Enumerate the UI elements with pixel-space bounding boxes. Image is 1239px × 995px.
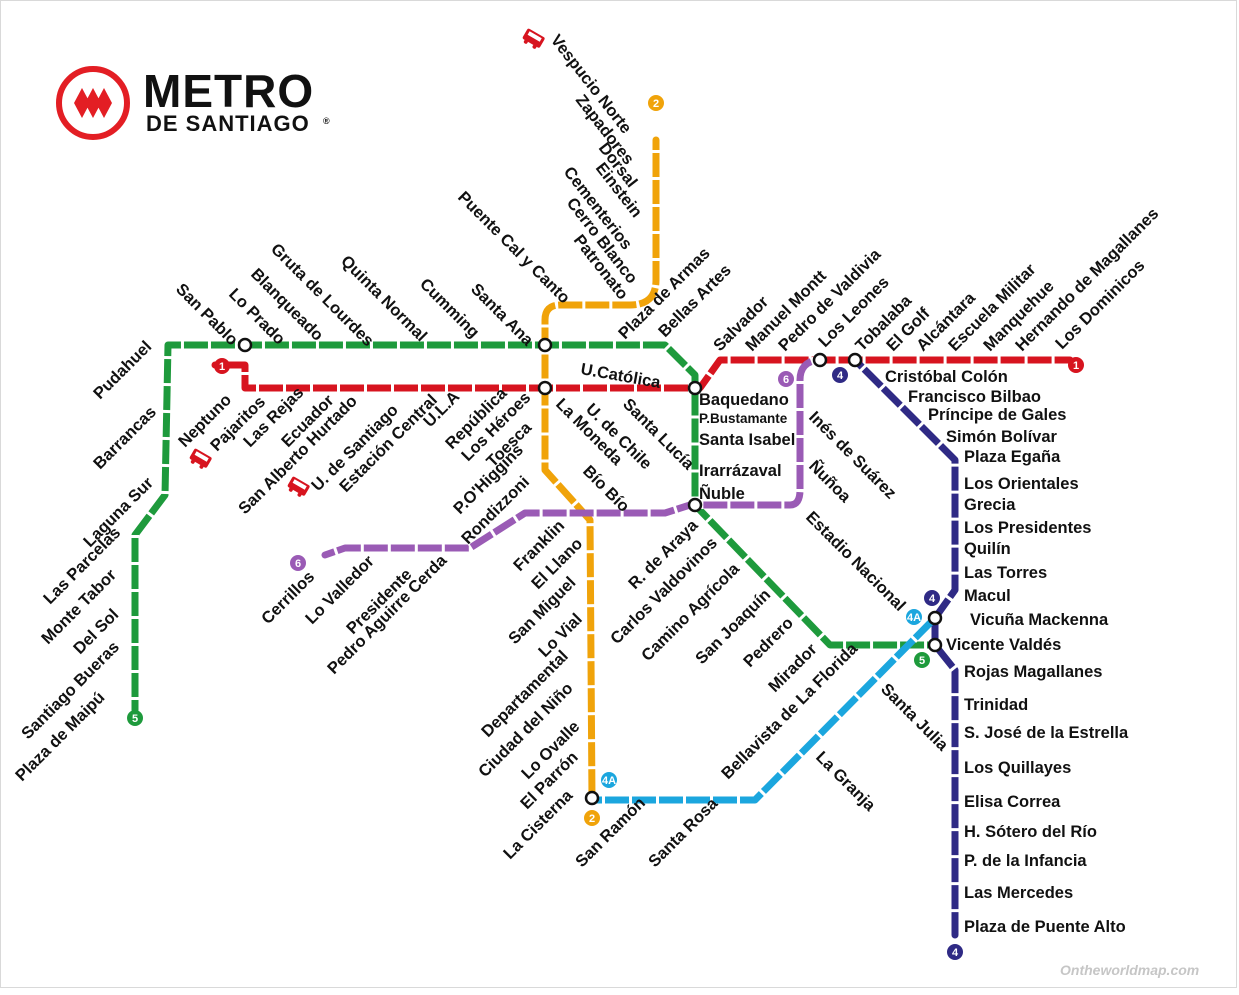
station-label-cristobal-colon[interactable]: Cristóbal Colón [885,368,1008,386]
line-badge-4A: 4A [601,772,617,788]
station-label-pudahuel[interactable]: Pudahuel [90,338,155,403]
interchange-san-pablo[interactable] [237,337,253,353]
station-label-san-ramon[interactable]: San Ramón [572,794,649,871]
watermark: Ontheworldmap.com [1060,962,1199,978]
station-label-santa-julia[interactable]: Santa Julia [877,680,952,755]
metro-logo: METRO DE SANTIAGO ® [56,65,330,140]
line-badge-4A: 4A [906,609,922,625]
station-label-la-granja[interactable]: La Granja [812,748,879,815]
station-label-ines-de-suarez[interactable]: Inés de Suárez [805,408,899,502]
interchange-baquedano[interactable] [687,380,703,396]
line-badge-text: 1 [1073,360,1079,372]
line-badge-4: 4 [832,367,848,383]
station-label-trinidad[interactable]: Trinidad [964,696,1028,714]
lines-layer [131,136,1074,939]
station-label-plaza-de-puente-alto[interactable]: Plaza de Puente Alto [964,918,1126,936]
line-badge-text: 4 [952,947,959,959]
station-label-barrancas[interactable]: Barrancas [90,403,160,473]
line-badge-4: 4 [947,944,963,960]
line-badge-6: 6 [778,371,794,387]
line-badge-2: 2 [648,95,664,111]
station-label-simon-bolivar[interactable]: Simón Bolívar [946,428,1058,446]
station-label-francisco-bilbao[interactable]: Francisco Bilbao [908,388,1041,406]
interchange-los-leones[interactable] [812,352,828,368]
line-badge-text: 2 [653,98,659,110]
station-label-santa-ana[interactable]: Santa Ana [467,280,537,350]
station-label-las-torres[interactable]: Las Torres [964,564,1047,582]
interchange-santa-ana[interactable] [537,337,553,353]
line-badge-text: 2 [589,813,595,825]
station-label-santa-isabel[interactable]: Santa Isabel [699,431,795,449]
station-label-rojas-magallanes[interactable]: Rojas Magallanes [964,663,1102,681]
station-label-vicente-valdes[interactable]: Vicente Valdés [946,636,1061,654]
logo-title: METRO [143,65,314,117]
line-2-track [541,136,660,804]
logo-registered: ® [323,116,330,126]
station-label-irarrazaval[interactable]: Irarrázaval [699,462,782,480]
markers-layer [237,337,943,806]
station-label-s-jose-de-la-estrella[interactable]: S. José de la Estrella [964,724,1129,742]
logo-diamonds-icon [74,88,112,118]
bus-icon [522,28,545,49]
line-5-track [131,341,939,714]
interchange-vicente-valdes[interactable] [927,637,943,653]
line-1-station-gaps [215,356,1070,392]
station-label-bio-bio[interactable]: Bío Bío [579,462,633,516]
interchange-la-cisterna[interactable] [584,790,600,806]
logo-subtitle: DE SANTIAGO [146,111,310,136]
line-badge-text: 6 [783,374,789,386]
interchange-nuble[interactable] [687,497,703,513]
station-label-los-quillayes[interactable]: Los Quillayes [964,759,1071,777]
station-label-las-mercedes[interactable]: Las Mercedes [964,884,1073,902]
badges-layer: 2 1 1 5 2 4A 6 4 6 4 4A 5 4 [127,95,1084,960]
station-label-h-sotero-del-rio[interactable]: H. Sótero del Río [964,823,1097,841]
logo-ring-icon [56,66,130,140]
line-badge-text: 4A [907,612,921,624]
line-badge-text: 1 [219,361,225,373]
station-label-baquedano[interactable]: Baquedano [699,391,789,409]
bus-icon [189,448,212,469]
line-badge-6: 6 [290,555,306,571]
line-badge-text: 5 [132,713,138,725]
line-badge-text: 4 [929,593,936,605]
line-badge-text: 6 [295,558,301,570]
station-label-santa-rosa[interactable]: Santa Rosa [645,794,722,871]
line-badge-text: 5 [919,655,925,667]
station-label-santa-lucia[interactable]: Santa Lucía [619,395,698,474]
station-label-san-pablo[interactable]: San Pablo [172,280,241,349]
station-label-p-de-la-infancia[interactable]: P. de la Infancia [964,852,1087,870]
line-6-track [321,356,822,559]
line-badge-2: 2 [584,810,600,826]
line-4A-track [588,614,939,804]
interchange-vicuna-mackenna[interactable] [927,610,943,626]
station-label-elisa-correa[interactable]: Elisa Correa [964,793,1061,811]
station-label-quilin[interactable]: Quilín [964,540,1011,558]
interchange-los-heroes[interactable] [537,380,553,396]
line-badge-4: 4 [924,590,940,606]
bus-icon [287,476,310,497]
station-label-los-orientales[interactable]: Los Orientales [964,475,1079,493]
station-label-macul[interactable]: Macul [964,587,1011,605]
station-label-los-presidentes[interactable]: Los Presidentes [964,519,1091,537]
station-label-principe-de-gales[interactable]: Príncipe de Gales [928,406,1066,424]
station-label-p-bustamante[interactable]: P.Bustamante [699,411,788,426]
station-label-hernando-de-magallanes[interactable]: Hernando de Magallanes [1012,205,1162,355]
station-label-plaza-egana[interactable]: Plaza Egaña [964,448,1061,466]
station-label-pedro-aguirre-cerda[interactable]: Pedro Aguirre Cerda [324,551,451,678]
line-badge-1: 1 [1068,357,1084,373]
station-label-grecia[interactable]: Grecia [964,496,1016,514]
station-label-nuble[interactable]: Ñuble [699,483,745,503]
line-badge-1: 1 [214,358,230,374]
line-badge-text: 4A [602,775,616,787]
line-badge-text: 4 [837,370,844,382]
interchange-tobalaba[interactable] [847,352,863,368]
station-label-estadio-nacional[interactable]: Estadio Nacional [802,508,909,615]
bus-layer [189,28,545,497]
station-label-vicuna-mackenna[interactable]: Vicuña Mackenna [970,611,1109,629]
line-badge-5: 5 [127,710,143,726]
line-badge-5: 5 [914,652,930,668]
